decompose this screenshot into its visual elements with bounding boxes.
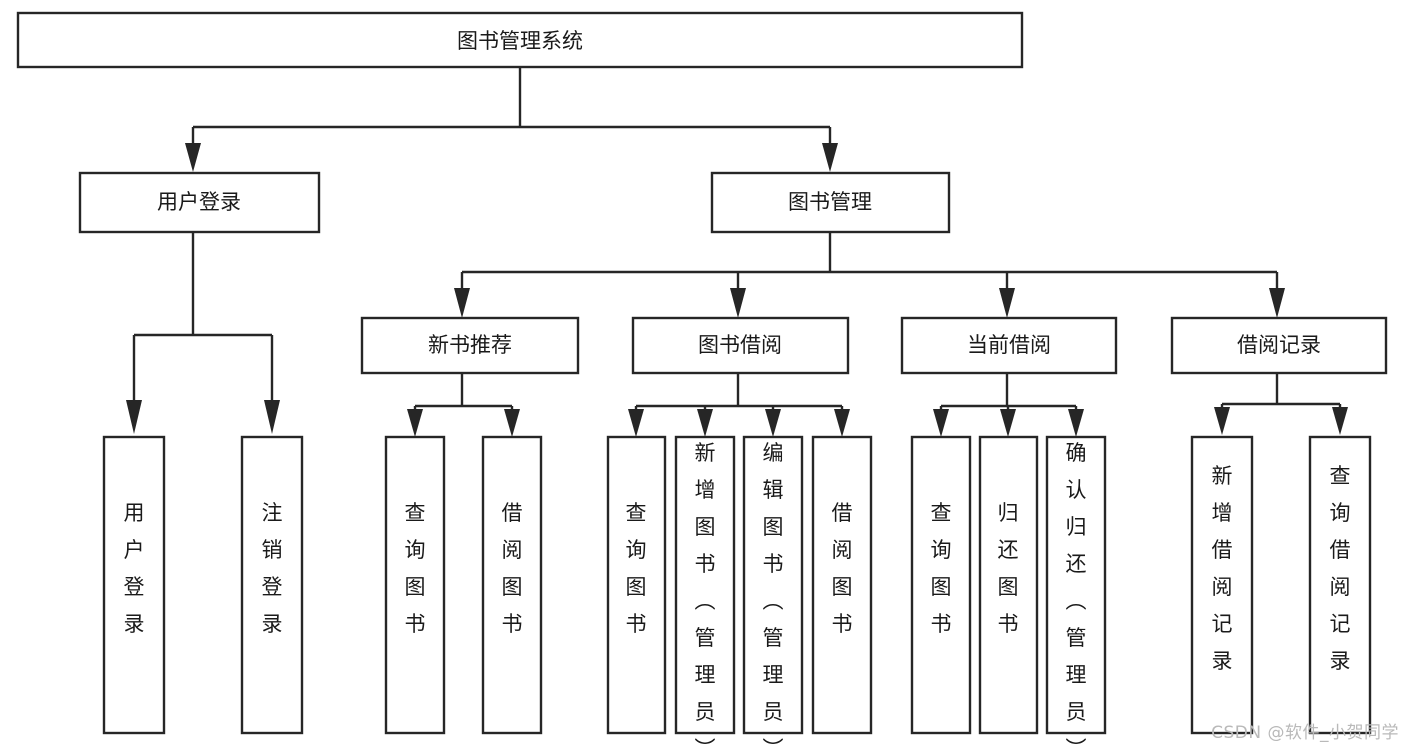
leaf-user-login-login-label: 用户登录 [124, 501, 145, 636]
leaf-newbook-borrow[interactable]: 借阅图书 [481, 435, 543, 735]
node-user-login-label: 用户登录 [157, 190, 241, 214]
leaf-record-query-box [1308, 435, 1372, 735]
arrow-to-book-mgmt [822, 143, 838, 172]
leaf-record-add-box [1190, 435, 1254, 735]
leaf-current-return-box [978, 435, 1039, 735]
leaf-record-add[interactable]: 新增借阅记录 [1190, 435, 1254, 735]
leaf-newbook-query-box [384, 435, 446, 735]
node-current-borrow-label: 当前借阅 [967, 333, 1051, 357]
leaf-borrow-borrow-label: 借阅图书 [832, 501, 853, 636]
node-new-book-recommend-label: 新书推荐 [428, 333, 512, 357]
node-new-book-recommend-box [360, 316, 580, 375]
leaf-current-return-label: 归还图书 [998, 501, 1019, 636]
node-new-book-recommend[interactable]: 新书推荐 [360, 316, 580, 375]
node-current-borrow[interactable]: 当前借阅 [900, 316, 1118, 375]
leaf-borrow-query[interactable]: 查询图书 [606, 435, 667, 735]
leaf-user-login-login[interactable]: 用户登录 [102, 435, 166, 735]
node-borrow-record[interactable]: 借阅记录 [1170, 316, 1388, 375]
leaf-user-login-logout[interactable]: 注销登录 [240, 435, 304, 735]
leaf-user-login-login-box [102, 435, 166, 735]
leaf-current-return[interactable]: 归还图书 [978, 435, 1039, 735]
node-book-management[interactable]: 图书管理 [710, 171, 951, 234]
arrow-to-user-login [185, 143, 201, 172]
leaf-borrow-query-box [606, 435, 667, 735]
connectors-group [126, 67, 1348, 437]
node-book-borrow[interactable]: 图书借阅 [631, 316, 850, 375]
arrow-userlogin-c2 [264, 400, 280, 434]
leaf-borrow-add-label: 新增图书︵管理员︶ [695, 441, 716, 747]
leaf-borrow-add[interactable]: 新增图书︵管理员︶ [674, 435, 736, 747]
leaf-record-query-label: 查询借阅记录 [1330, 464, 1351, 673]
node-current-borrow-box [900, 316, 1118, 375]
arrow-borrow-c4 [834, 409, 850, 437]
leaf-borrow-edit[interactable]: 编辑图书︵管理员︶ [742, 435, 804, 747]
csdn-watermark: CSDN @软件_小贺同学 [1211, 723, 1399, 743]
arrow-bookmgmt-c3 [999, 288, 1015, 318]
arrow-borrow-c3 [765, 409, 781, 437]
arrow-bookmgmt-c2 [730, 288, 746, 318]
arrow-bookmgmt-c1 [454, 288, 470, 318]
arrow-current-c1 [933, 409, 949, 437]
leaf-record-add-label: 新增借阅记录 [1212, 464, 1233, 673]
leaf-current-query[interactable]: 查询图书 [910, 435, 972, 735]
leaf-borrow-borrow-box [811, 435, 873, 735]
leaf-borrow-add-box [674, 435, 736, 735]
leaf-newbook-borrow-box [481, 435, 543, 735]
leaf-current-confirm-return-box [1045, 435, 1107, 735]
arrow-userlogin-c1 [126, 400, 142, 434]
leaf-current-confirm-return[interactable]: 确认归还︵管理员︶ [1045, 435, 1107, 747]
leaf-record-query[interactable]: 查询借阅记录 [1308, 435, 1372, 735]
leaf-borrow-edit-box [742, 435, 804, 735]
node-root-box [16, 11, 1024, 69]
leaf-borrow-edit-label: 编辑图书︵管理员︶ [763, 441, 784, 747]
leaf-newbook-query[interactable]: 查询图书 [384, 435, 446, 735]
arrow-borrow-c1 [628, 409, 644, 437]
node-book-management-box [710, 171, 951, 234]
leaf-user-login-logout-box [240, 435, 304, 735]
arrow-newbook-c2 [504, 409, 520, 437]
arrow-current-c3 [1068, 409, 1084, 437]
leaf-borrow-borrow[interactable]: 借阅图书 [811, 435, 873, 735]
arrow-bookmgmt-c4 [1269, 288, 1285, 318]
node-user-login-box [78, 171, 321, 234]
leaf-borrow-query-label: 查询图书 [626, 501, 647, 636]
leaf-current-query-label: 查询图书 [931, 501, 952, 636]
leaf-newbook-borrow-label: 借阅图书 [502, 501, 523, 636]
arrow-current-c2 [1000, 409, 1016, 437]
leaf-current-query-box [910, 435, 972, 735]
arrow-borrow-c2 [697, 409, 713, 437]
arrow-record-c2 [1332, 407, 1348, 435]
arrow-newbook-c1 [407, 409, 423, 437]
leaf-user-login-logout-label: 注销登录 [262, 501, 283, 636]
node-borrow-record-label: 借阅记录 [1237, 333, 1321, 357]
node-book-borrow-label: 图书借阅 [698, 333, 782, 357]
node-root-label: 图书管理系统 [457, 29, 583, 53]
node-root-system[interactable]: 图书管理系统 [16, 11, 1024, 69]
leaf-newbook-query-label: 查询图书 [405, 501, 426, 636]
arrow-record-c1 [1214, 407, 1230, 435]
node-user-login[interactable]: 用户登录 [78, 171, 321, 234]
node-book-borrow-box [631, 316, 850, 375]
node-borrow-record-box [1170, 316, 1388, 375]
leaf-current-confirm-return-label: 确认归还︵管理员︶ [1066, 441, 1087, 747]
node-book-management-label: 图书管理 [788, 190, 872, 214]
